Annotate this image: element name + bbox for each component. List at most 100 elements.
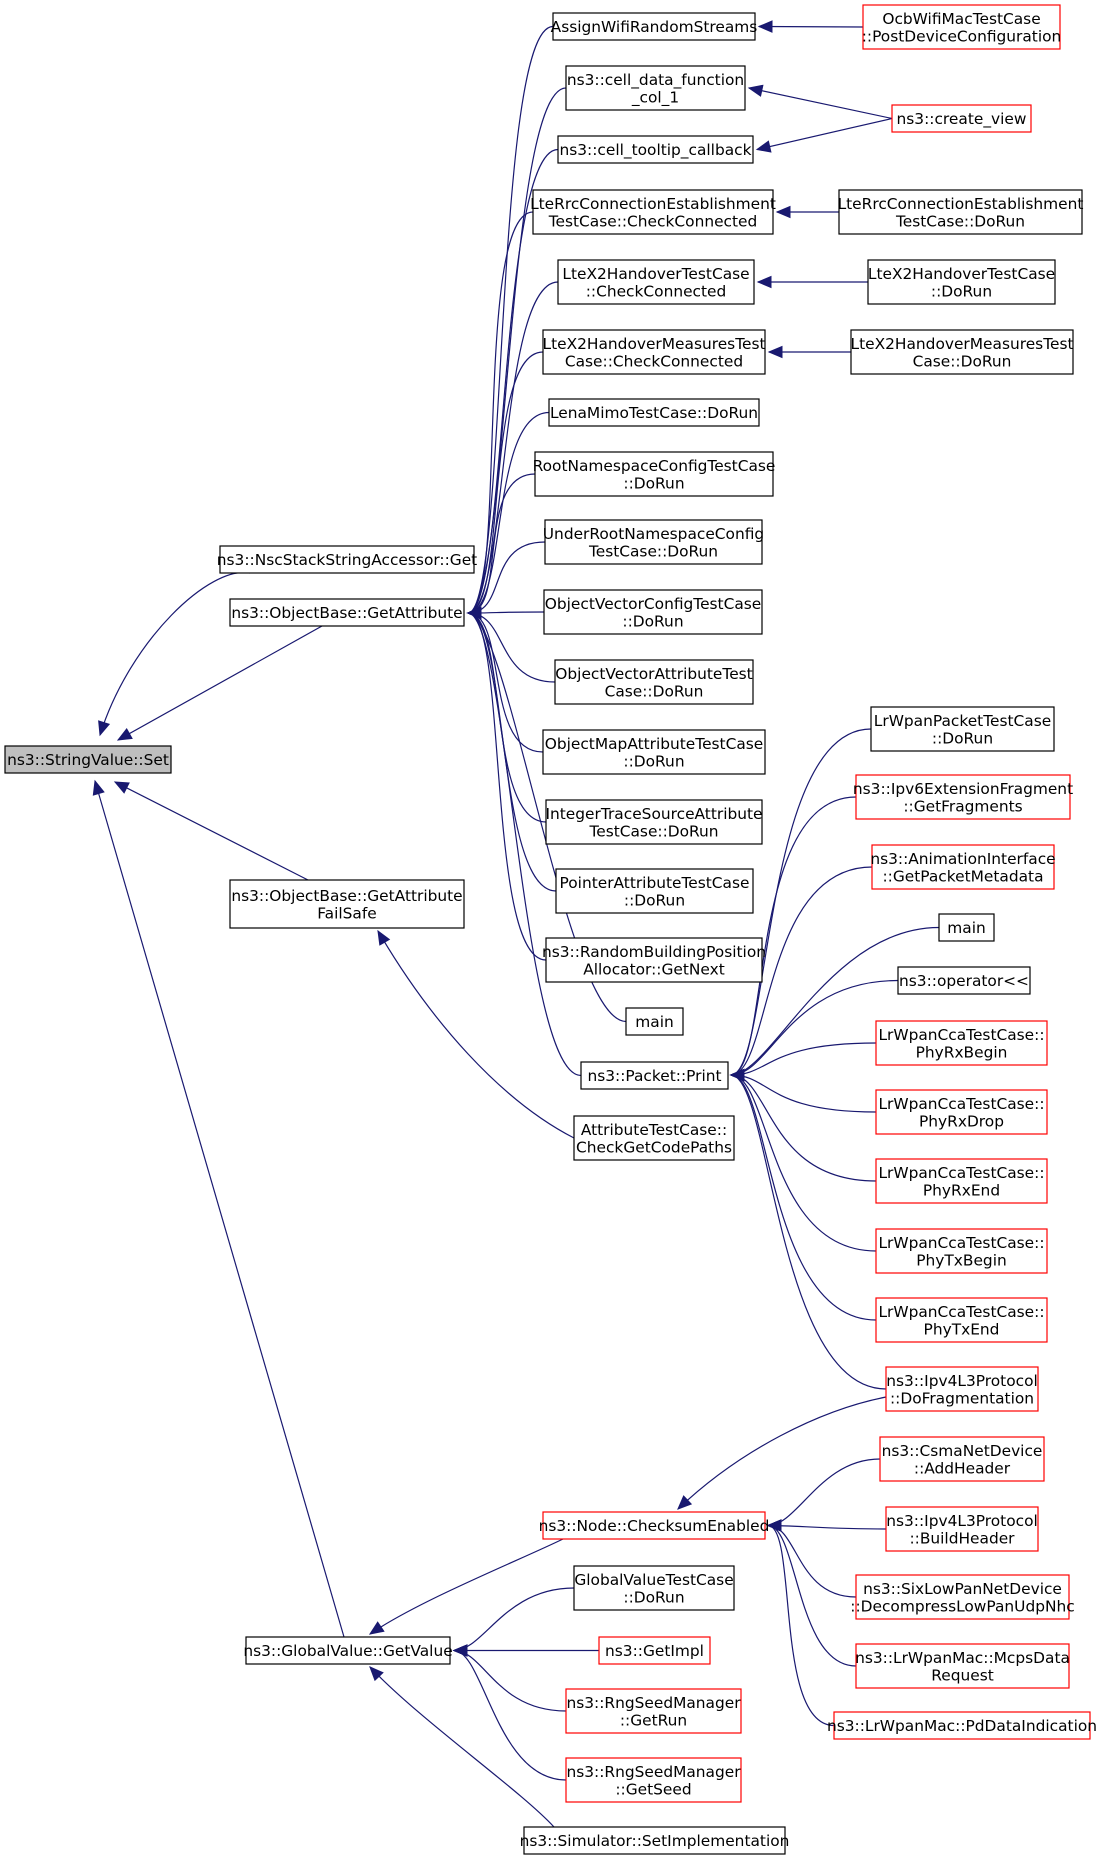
node-label: Request bbox=[931, 1666, 994, 1684]
arrowhead-icon bbox=[677, 1495, 693, 1510]
node-getattr[interactable]: ns3::ObjectBase::GetAttribute bbox=[229, 598, 465, 627]
node-phytxbegin[interactable]: LrWpanCcaTestCase::PhyTxBegin bbox=[875, 1228, 1048, 1274]
edge-createview-to-celltooltip bbox=[755, 117, 893, 153]
node-box bbox=[245, 1636, 451, 1665]
node-objvecconf[interactable]: ObjectVectorConfigTestCase::DoRun bbox=[543, 589, 763, 635]
node-label: ::GetSeed bbox=[615, 1780, 691, 1798]
node-randbuild[interactable]: ns3::RandomBuildingPositionAllocator::Ge… bbox=[542, 937, 766, 983]
node-rngrun[interactable]: ns3::RngSeedManager::GetRun bbox=[565, 1688, 742, 1734]
node-createview[interactable]: ns3::create_view bbox=[891, 104, 1032, 133]
node-ipv4frag[interactable]: ns3::Ipv4L3Protocol::DoFragmentation bbox=[885, 1366, 1039, 1412]
node-box bbox=[875, 1228, 1048, 1274]
node-label: ns3::GlobalValue::GetValue bbox=[243, 1642, 452, 1660]
node-box bbox=[838, 189, 1083, 235]
node-label: ns3::Simulator::SetImplementation bbox=[520, 1832, 790, 1850]
node-box bbox=[523, 1826, 786, 1855]
node-objmap[interactable]: ObjectMapAttributeTestCase::DoRun bbox=[542, 729, 766, 775]
node-phyrxbegin[interactable]: LrWpanCcaTestCase::PhyRxBegin bbox=[875, 1020, 1048, 1066]
node-animif[interactable]: ns3::AnimationInterface::GetPacketMetada… bbox=[870, 844, 1056, 890]
node-label: main bbox=[947, 919, 985, 937]
node-label: ns3::Node::ChecksumEnabled bbox=[539, 1517, 770, 1535]
node-ltex2run[interactable]: LteX2HandoverTestCase::DoRun bbox=[867, 259, 1056, 305]
node-lterrcrun[interactable]: LteRrcConnectionEstablishmentTestCase::D… bbox=[838, 189, 1084, 235]
node-phytxend[interactable]: LrWpanCcaTestCase::PhyTxEnd bbox=[875, 1297, 1048, 1343]
node-label: RootNamespaceConfigTestCase bbox=[533, 457, 776, 475]
node-label: UnderRootNamespaceConfig bbox=[543, 525, 764, 543]
node-getimpl[interactable]: ns3::GetImpl bbox=[598, 1636, 711, 1665]
node-csmahdr[interactable]: ns3::CsmaNetDevice::AddHeader bbox=[879, 1436, 1045, 1482]
node-label: ::GetRun bbox=[620, 1711, 687, 1729]
node-inttrace[interactable]: IntegerTraceSourceAttributeTestCase::DoR… bbox=[545, 799, 763, 845]
node-box bbox=[4, 745, 172, 774]
node-box bbox=[862, 4, 1061, 50]
node-gvget[interactable]: ns3::GlobalValue::GetValue bbox=[243, 1636, 453, 1665]
node-pddata[interactable]: ns3::LrWpanMac::PdDataIndication bbox=[827, 1711, 1096, 1740]
node-gvtest[interactable]: GlobalValueTestCase::DoRun bbox=[573, 1565, 735, 1611]
arrowhead-icon bbox=[729, 1068, 745, 1082]
arrowhead-icon bbox=[466, 606, 482, 620]
edge-objmap-to-getattr bbox=[466, 606, 544, 753]
edge-lterrcrun-to-lterrcchk bbox=[775, 205, 839, 219]
edge-ltex2run-to-ltex2chk bbox=[756, 275, 868, 289]
node-box bbox=[875, 1089, 1048, 1135]
node-ipv4build[interactable]: ns3::Ipv4L3Protocol::BuildHeader bbox=[885, 1506, 1039, 1552]
node-ptrattr[interactable]: PointerAttributeTestCase::DoRun bbox=[555, 868, 754, 914]
node-phyrxdrop[interactable]: LrWpanCcaTestCase::PhyRxDrop bbox=[875, 1089, 1048, 1135]
node-celldata[interactable]: ns3::cell_data_function_col_1 bbox=[565, 65, 746, 111]
node-simset[interactable]: ns3::Simulator::SetImplementation bbox=[520, 1826, 790, 1855]
node-ipv6frag[interactable]: ns3::Ipv6ExtensionFragment::GetFragments bbox=[853, 774, 1073, 820]
node-rngseed[interactable]: ns3::RngSeedManager::GetSeed bbox=[565, 1757, 742, 1803]
node-label: ns3::ObjectBase::GetAttribute bbox=[231, 604, 462, 622]
node-label: ObjectVectorConfigTestCase bbox=[545, 595, 762, 613]
node-pktprint[interactable]: ns3::Packet::Print bbox=[580, 1061, 729, 1090]
node-label: ns3::Ipv4L3Protocol bbox=[886, 1372, 1038, 1390]
node-label: ns3::cell_data_function bbox=[567, 71, 744, 90]
node-checksum[interactable]: ns3::Node::ChecksumEnabled bbox=[539, 1511, 770, 1540]
node-label: FailSafe bbox=[317, 904, 377, 922]
node-lrpkt[interactable]: LrWpanPacketTestCase::DoRun bbox=[870, 706, 1055, 752]
node-sixlow[interactable]: ns3::SixLowPanNetDevice::DecompressLowPa… bbox=[850, 1574, 1075, 1620]
node-label: ns3::RandomBuildingPosition bbox=[542, 943, 766, 961]
arrowhead-icon bbox=[755, 140, 772, 153]
node-attrtest[interactable]: AttributeTestCase::CheckGetCodePaths bbox=[573, 1115, 735, 1161]
node-lenamimo[interactable]: LenaMimoTestCase::DoRun bbox=[548, 398, 760, 427]
arrowhead-icon bbox=[98, 720, 111, 737]
node-lterrcchk[interactable]: LteRrcConnectionEstablishmentTestCase::C… bbox=[530, 189, 776, 235]
node-main2[interactable]: main bbox=[938, 913, 995, 942]
node-box bbox=[855, 774, 1071, 820]
node-celltooltip[interactable]: ns3::cell_tooltip_callback bbox=[557, 135, 754, 164]
node-nscget[interactable]: ns3::NscStackStringAccessor::Get bbox=[217, 545, 477, 574]
node-label: ns3::Ipv4L3Protocol bbox=[886, 1512, 1038, 1530]
node-phyrxend[interactable]: LrWpanCcaTestCase::PhyRxEnd bbox=[875, 1158, 1048, 1204]
node-label: ns3::GetImpl bbox=[605, 1642, 704, 1660]
node-ltex2chk[interactable]: LteX2HandoverTestCase::CheckConnected bbox=[557, 259, 755, 305]
node-opshift[interactable]: ns3::operator<< bbox=[897, 966, 1031, 995]
node-ltex2mchk[interactable]: LteX2HandoverMeasuresTestCase::CheckConn… bbox=[542, 329, 766, 375]
node-box bbox=[565, 65, 746, 111]
node-label: TestCase::CheckConnected bbox=[548, 212, 758, 230]
node-assignwifi[interactable]: AssignWifiRandomStreams bbox=[551, 12, 758, 41]
edge-getimpl-to-gvget bbox=[452, 1644, 599, 1657]
node-label: ns3::StringValue::Set bbox=[7, 751, 169, 769]
arrowhead-icon bbox=[368, 1621, 385, 1635]
node-box bbox=[885, 1366, 1039, 1412]
edge-gvget-to-root bbox=[92, 779, 345, 1638]
node-label: ::DoFragmentation bbox=[890, 1389, 1034, 1407]
node-label: LteX2HandoverTestCase bbox=[562, 265, 749, 283]
node-box bbox=[548, 398, 760, 427]
node-box bbox=[573, 1565, 735, 1611]
node-label: ::DoRun bbox=[931, 282, 992, 300]
node-label: LteRrcConnectionEstablishment bbox=[838, 195, 1084, 213]
node-rootns[interactable]: RootNamespaceConfigTestCase::DoRun bbox=[533, 451, 776, 497]
node-box bbox=[229, 598, 465, 627]
node-main1[interactable]: main bbox=[625, 1007, 684, 1036]
node-box bbox=[534, 451, 774, 497]
node-ocb[interactable]: OcbWifiMacTestCase::PostDeviceConfigurat… bbox=[862, 4, 1062, 50]
node-label: ns3::cell_tooltip_callback bbox=[559, 141, 751, 160]
